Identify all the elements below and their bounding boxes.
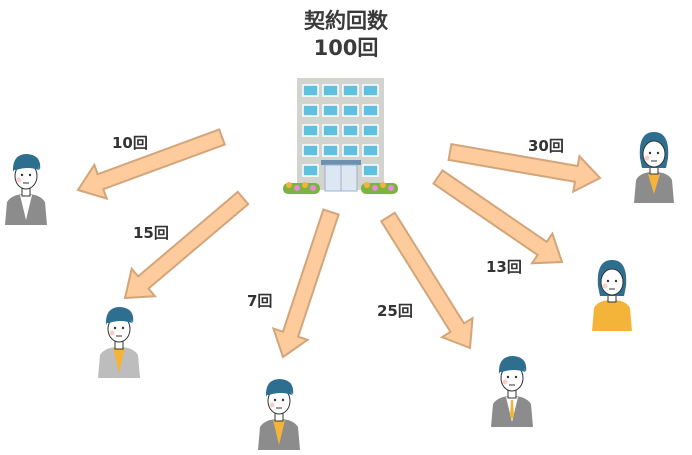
title-line1: 契約回数	[304, 9, 388, 33]
person-icon	[488, 352, 536, 432]
contract-count-label: 10回	[112, 134, 148, 152]
contract-count-label: 7回	[247, 292, 273, 310]
arrow	[76, 128, 227, 201]
contract-count-label: 25回	[377, 302, 413, 320]
arrow	[379, 211, 474, 350]
arrow	[447, 142, 602, 194]
office-building-icon	[283, 78, 398, 194]
arrow	[432, 169, 564, 265]
person-icon	[2, 150, 50, 230]
arrow	[123, 190, 250, 300]
arrows	[76, 128, 602, 359]
total-contracts-title: 契約回数 100回	[0, 8, 692, 62]
contract-count-label: 30回	[528, 137, 564, 155]
title-line2: 100回	[313, 36, 379, 60]
arrow	[271, 208, 340, 359]
person-icon	[255, 375, 303, 455]
contract-count-label: 15回	[133, 224, 169, 242]
person-icon	[95, 303, 143, 383]
person-icon	[630, 128, 678, 208]
person-icon	[588, 256, 636, 336]
contract-count-label: 13回	[486, 258, 522, 276]
